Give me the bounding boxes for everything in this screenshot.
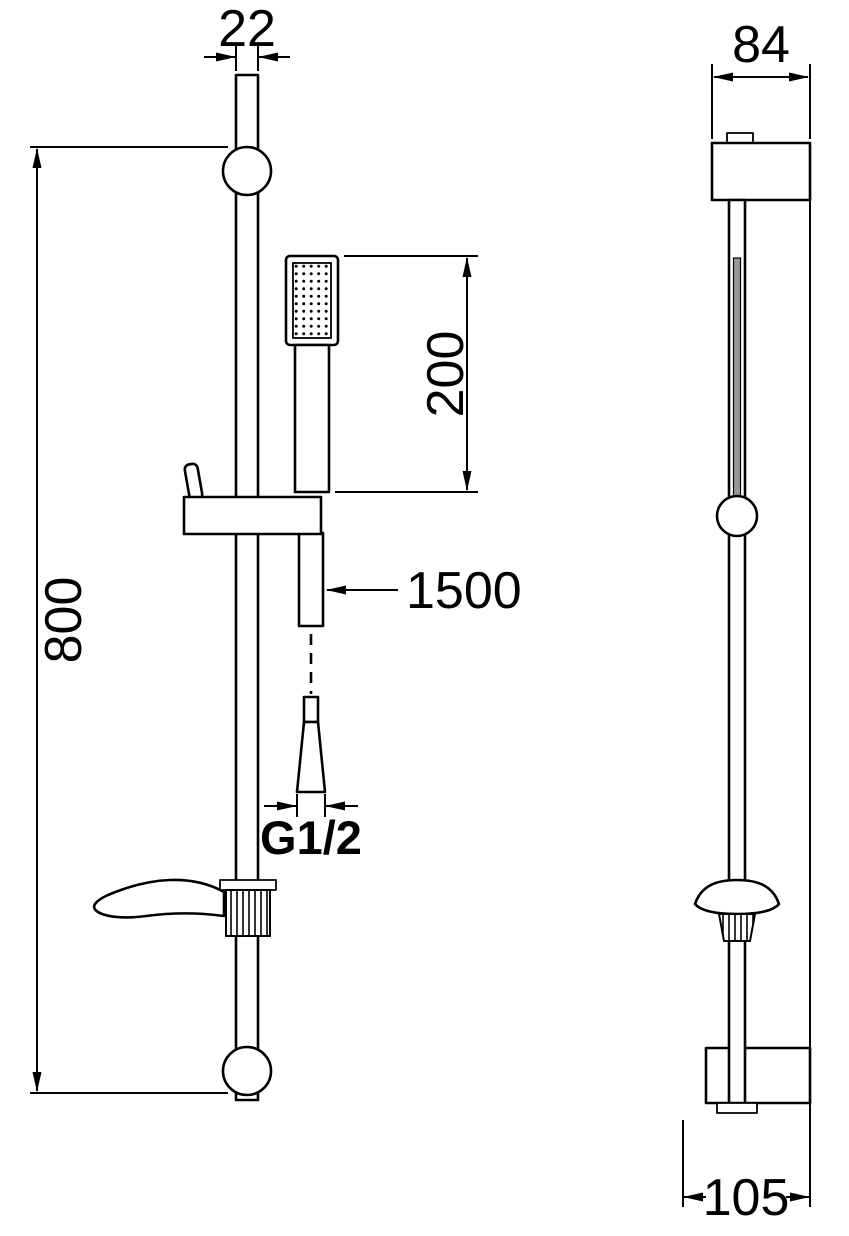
slider-knob-side bbox=[715, 494, 759, 538]
front-view: 22 800 200 1500 G1/2 bbox=[30, 0, 522, 1102]
shower-spray-face bbox=[292, 262, 332, 339]
dim-rail-length: 800 bbox=[30, 146, 228, 1094]
dim-label-thread: G1/2 bbox=[260, 811, 362, 864]
dim-label-rail-length: 800 bbox=[35, 577, 93, 664]
dim-thread: G1/2 bbox=[260, 794, 362, 864]
shower-hose bbox=[297, 531, 325, 628]
soap-dish-collar-lip bbox=[219, 879, 277, 891]
rail-groove bbox=[732, 257, 742, 499]
top-rail-mount bbox=[221, 145, 273, 197]
top-wall-bracket bbox=[710, 141, 812, 202]
bottom-wall-bracket bbox=[704, 1046, 812, 1105]
bottom-rail-mount bbox=[221, 1045, 273, 1097]
dim-bracket-depth: 105 bbox=[682, 1120, 810, 1227]
side-view: 84 105 bbox=[682, 16, 812, 1227]
dim-hose-length: 1500 bbox=[326, 562, 522, 620]
shower-rail bbox=[234, 73, 260, 1102]
hand-shower-handle bbox=[293, 343, 331, 494]
hose-connector-nut bbox=[302, 695, 320, 724]
holder-lock-lever bbox=[183, 462, 204, 502]
slider-holder bbox=[182, 495, 323, 536]
dim-label-bracket-depth: 105 bbox=[703, 1169, 790, 1227]
soap-dish-collar bbox=[225, 889, 271, 937]
soap-dish-side bbox=[693, 878, 781, 916]
dim-label-handset-length: 200 bbox=[417, 331, 475, 418]
dim-rail-width: 22 bbox=[204, 0, 290, 71]
soap-dish-collar-side bbox=[717, 913, 757, 942]
bracket-foot bbox=[716, 1102, 758, 1114]
rail-end-cap-side bbox=[726, 132, 754, 144]
soap-dish bbox=[92, 878, 226, 919]
hose-connector bbox=[295, 720, 327, 794]
dim-bracket-width: 84 bbox=[711, 16, 811, 139]
dim-handset-length: 200 bbox=[335, 255, 478, 493]
dim-label-rail-width: 22 bbox=[218, 0, 276, 58]
dim-label-bracket-width: 84 bbox=[732, 16, 790, 74]
dim-label-hose-length: 1500 bbox=[406, 562, 522, 620]
